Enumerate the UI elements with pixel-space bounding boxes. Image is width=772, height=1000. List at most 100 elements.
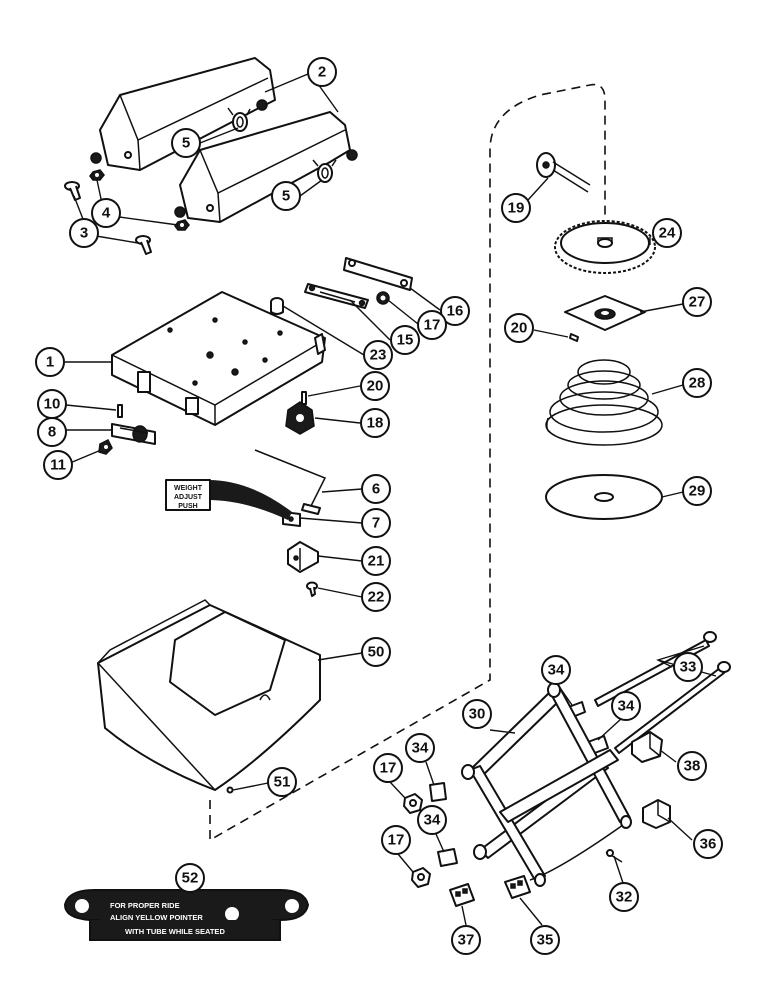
callout-3: 3 bbox=[69, 218, 99, 248]
callout-33-label: 33 bbox=[680, 659, 697, 676]
callout-29: 29 bbox=[682, 476, 712, 506]
callout-38-label: 38 bbox=[684, 758, 701, 775]
callout-1-label: 1 bbox=[46, 354, 54, 371]
plate-line-1: FOR PROPER RIDE bbox=[110, 901, 180, 910]
callout-30: 30 bbox=[462, 699, 492, 729]
callout-29-label: 29 bbox=[689, 483, 706, 500]
hinge-8 bbox=[111, 423, 156, 445]
nut-4a bbox=[89, 169, 105, 181]
callout-22: 22 bbox=[361, 582, 391, 612]
callout-11: 11 bbox=[43, 450, 73, 480]
nut-11 bbox=[98, 438, 113, 455]
callout-37-label: 37 bbox=[458, 932, 475, 949]
strap-16 bbox=[343, 257, 413, 291]
callout-36: 36 bbox=[693, 829, 723, 859]
callout-2: 2 bbox=[307, 57, 337, 87]
callout-2-label: 2 bbox=[318, 64, 326, 81]
pad-36 bbox=[642, 799, 671, 829]
decal-line-2: ADJUST bbox=[174, 494, 203, 501]
weight-adjust-lever-6 bbox=[254, 449, 327, 515]
nut-17c bbox=[411, 867, 431, 888]
callout-50: 50 bbox=[361, 637, 391, 667]
callout-27: 27 bbox=[682, 287, 712, 317]
decal-line-1: WEIGHT bbox=[174, 485, 203, 492]
callout-6-label: 6 bbox=[372, 481, 380, 498]
callout-8-label: 8 bbox=[48, 424, 56, 441]
scissor-frame-30 bbox=[461, 682, 632, 887]
nut-4b bbox=[174, 219, 190, 231]
disc-29 bbox=[545, 474, 663, 520]
callout-17c: 17 bbox=[381, 825, 411, 855]
callout-35-label: 35 bbox=[537, 932, 554, 949]
pin-20a bbox=[301, 391, 307, 405]
shaft-19 bbox=[536, 152, 591, 193]
callout-17a: 17 bbox=[417, 310, 447, 340]
callout-27-label: 27 bbox=[689, 294, 706, 311]
callout-10: 10 bbox=[37, 389, 67, 419]
mount-plate-27 bbox=[564, 295, 646, 331]
callout-11-label: 11 bbox=[50, 457, 66, 474]
weight-adjust-decal: WEIGHT ADJUST PUSH bbox=[165, 479, 292, 520]
callout-16: 16 bbox=[440, 296, 470, 326]
decal-line-3: PUSH bbox=[178, 503, 197, 510]
pad-37 bbox=[449, 883, 475, 907]
callout-20a: 20 bbox=[360, 371, 390, 401]
callout-18: 18 bbox=[360, 408, 390, 438]
callout-1: 1 bbox=[35, 347, 65, 377]
spacer-34c bbox=[429, 782, 447, 802]
callout-19-label: 19 bbox=[508, 200, 525, 217]
torsion-spring-5b bbox=[312, 159, 337, 183]
link-bar-15 bbox=[304, 283, 369, 309]
callout-8: 8 bbox=[37, 417, 67, 447]
bolt-3b bbox=[135, 235, 152, 255]
callout-32-label: 32 bbox=[616, 889, 633, 906]
suspension-boot-50 bbox=[97, 599, 321, 794]
callout-22-label: 22 bbox=[368, 589, 385, 606]
long-bolt-33b bbox=[614, 661, 731, 754]
callout-23: 23 bbox=[363, 340, 393, 370]
callout-34a: 34 bbox=[541, 655, 571, 685]
callout-4: 4 bbox=[91, 198, 121, 228]
callout-51: 51 bbox=[267, 767, 297, 797]
callout-34b-label: 34 bbox=[618, 698, 635, 715]
coil-spring-28 bbox=[545, 359, 663, 446]
callout-33: 33 bbox=[673, 652, 703, 682]
washer-17a bbox=[376, 291, 390, 305]
callout-17b: 17 bbox=[373, 753, 403, 783]
bracket-21 bbox=[287, 541, 319, 573]
screw-22 bbox=[306, 581, 318, 597]
callout-34d: 34 bbox=[417, 805, 447, 835]
callout-24: 24 bbox=[652, 218, 682, 248]
sprocket-24 bbox=[554, 220, 656, 274]
callout-34c: 34 bbox=[405, 733, 435, 763]
callout-38: 38 bbox=[677, 751, 707, 781]
callout-3-label: 3 bbox=[80, 225, 88, 242]
adjust-knob-18 bbox=[285, 401, 315, 435]
plate-line-2: ALIGN YELLOW POINTER bbox=[110, 913, 203, 922]
bolt-3a bbox=[64, 181, 81, 201]
seat-base-plate bbox=[111, 291, 326, 426]
callout-5b: 5 bbox=[271, 181, 301, 211]
callout-20a-label: 20 bbox=[367, 378, 384, 395]
callout-50-label: 50 bbox=[368, 644, 385, 661]
callout-34a-label: 34 bbox=[548, 662, 565, 679]
callout-5a: 5 bbox=[171, 128, 201, 158]
callout-15: 15 bbox=[390, 325, 420, 355]
callout-36-label: 36 bbox=[700, 836, 717, 853]
callout-7: 7 bbox=[361, 508, 391, 538]
plate-line-3b: WITH TUBE WHILE SEATED bbox=[125, 927, 225, 936]
assembly-boundary-dashed-line bbox=[209, 83, 606, 842]
callout-24-label: 24 bbox=[659, 225, 676, 242]
callout-17c-label: 17 bbox=[388, 832, 405, 849]
callout-18-label: 18 bbox=[367, 415, 384, 432]
callout-23-label: 23 bbox=[370, 347, 387, 364]
callout-16-label: 16 bbox=[447, 303, 464, 320]
seat-top-rail-front bbox=[174, 111, 358, 223]
callout-5a-label: 5 bbox=[182, 135, 190, 152]
callout-34c-label: 34 bbox=[412, 740, 429, 757]
callout-34b: 34 bbox=[611, 691, 641, 721]
callout-51-label: 51 bbox=[274, 774, 291, 791]
instruction-plate-52: FOR PROPER RIDE ALIGN YELLOW POINTER WIT… bbox=[63, 889, 310, 941]
spacer-34d bbox=[437, 848, 458, 867]
callout-20b: 20 bbox=[504, 313, 534, 343]
